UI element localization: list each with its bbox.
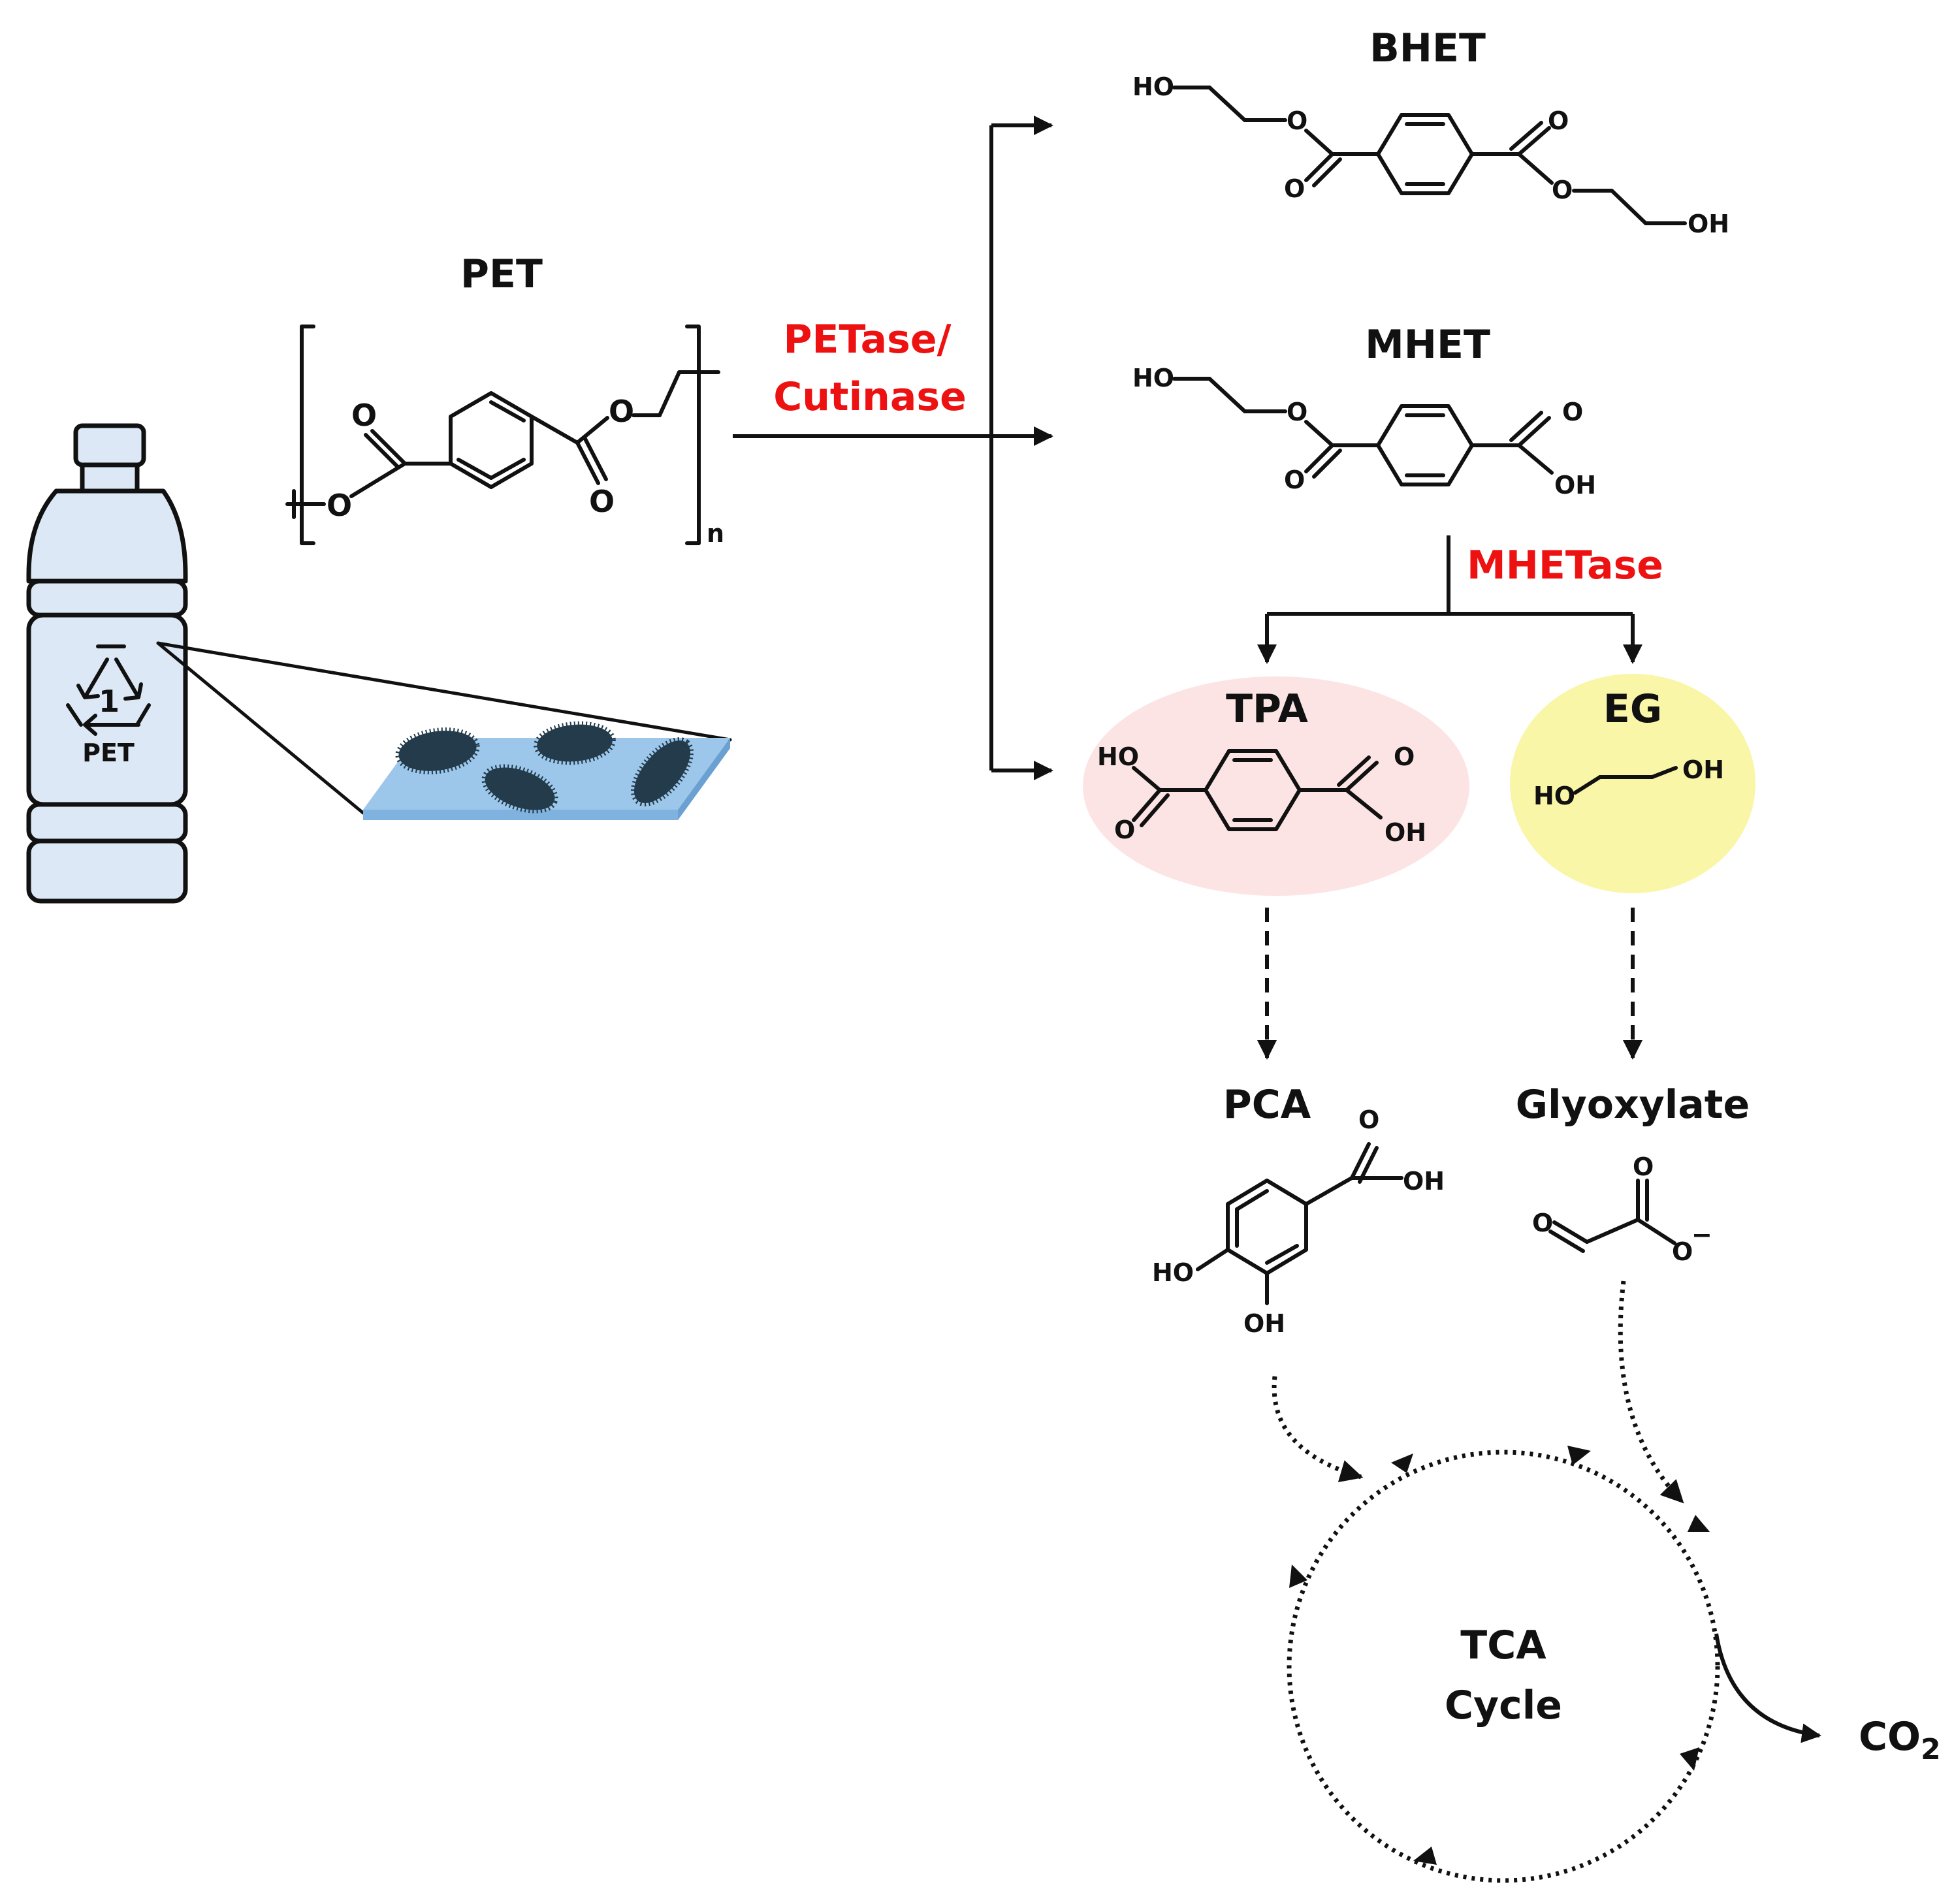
glyoxylate-o-top: O — [1633, 1152, 1654, 1181]
pet-title: PET — [460, 251, 543, 297]
tpa-ho: HO — [1097, 742, 1139, 771]
bottle-label: PET — [82, 738, 135, 767]
bhet-o-carbonyl-left: O — [1284, 174, 1305, 203]
tpa-structure: TPA HO O O OH — [1083, 676, 1469, 896]
pca-title: PCA — [1223, 1082, 1311, 1128]
bhet-o-ester-right: O — [1552, 176, 1573, 204]
bhet-o-carbonyl-right: O — [1548, 106, 1569, 135]
pca-structure: PCA O OH HO OH — [1152, 1082, 1445, 1338]
tca-label-line1: TCA — [1460, 1623, 1546, 1668]
eg-oh: OH — [1682, 755, 1724, 784]
mhet-o-ester: O — [1287, 398, 1307, 426]
pet-bottle-illustration: 1 PET — [26, 423, 188, 904]
pet-structure: PET n O O O O — [285, 251, 724, 548]
pet-carbonyl-o-right: O — [589, 484, 615, 519]
pet-ester-o-right: O — [609, 394, 634, 429]
bacteria-3 — [481, 764, 558, 814]
eg-title: EG — [1603, 686, 1662, 732]
co2-subscript: 2 — [1921, 1733, 1941, 1766]
tca-label-line2: Cycle — [1445, 1683, 1562, 1728]
tca-cycle: TCA Cycle CO2 — [1272, 1280, 1941, 1883]
glyoxylate-structure: Glyoxylate O O O − — [1516, 1082, 1750, 1266]
eg-highlight — [1510, 674, 1755, 893]
pet-ester-o-left: O — [327, 488, 352, 523]
mhetase-reaction-arrows — [1257, 535, 1642, 664]
mhet-structure: MHET HO O O O OH — [1132, 322, 1596, 500]
cycle-direction-arrows — [1289, 1446, 1710, 1865]
mhet-o-carbonyl-left: O — [1284, 466, 1305, 494]
recycle-code: 1 — [99, 684, 120, 719]
glyoxylate-charge: − — [1691, 1220, 1712, 1249]
petase-reaction-arrows — [733, 116, 1053, 780]
mhet-oh: OH — [1554, 471, 1596, 500]
tpa-highlight — [1083, 676, 1469, 896]
glyoxylate-o-right: O — [1672, 1237, 1693, 1266]
mhet-o-carbonyl-right: O — [1562, 398, 1583, 426]
tpa-o-right: O — [1394, 742, 1415, 771]
mhet-title: MHET — [1365, 322, 1490, 368]
petase-enzyme-label-line1: PETase/ — [784, 317, 952, 362]
metabolism-dashed-arrows — [1257, 908, 1642, 1060]
tpa-oh: OH — [1385, 818, 1426, 847]
mhet-ho: HO — [1132, 364, 1174, 392]
petase-enzyme-label-line2: Cutinase — [773, 374, 967, 420]
bacteria-1 — [395, 727, 480, 774]
plastic-film-with-bacteria — [363, 721, 730, 820]
bhet-o-ester-left: O — [1287, 106, 1307, 135]
tpa-title: TPA — [1226, 686, 1308, 732]
pca-oh: OH — [1243, 1309, 1285, 1338]
pet-repeat-n: n — [707, 519, 724, 548]
recycle-icon — [66, 644, 151, 736]
mhetase-enzyme-label: MHETase — [1467, 543, 1663, 588]
bacteria-2 — [534, 721, 616, 765]
pca-oh-carboxyl: OH — [1403, 1167, 1445, 1196]
pet-carbonyl-o-left: O — [351, 398, 377, 433]
bacteria-4 — [630, 737, 694, 806]
pca-ho: HO — [1152, 1258, 1194, 1287]
co2-main: CO — [1859, 1714, 1921, 1760]
bhet-structure: BHET HO O O O O OH — [1132, 25, 1729, 238]
eg-structure: EG HO OH — [1510, 674, 1755, 893]
bhet-title: BHET — [1369, 25, 1486, 71]
eg-ho: HO — [1533, 782, 1575, 810]
glyoxylate-title: Glyoxylate — [1516, 1082, 1750, 1128]
zoom-lines — [156, 641, 732, 815]
pca-o: O — [1358, 1105, 1379, 1134]
tpa-o-left: O — [1114, 816, 1135, 844]
co2-label: CO2 — [1859, 1714, 1941, 1766]
bhet-ho: HO — [1132, 72, 1174, 101]
bhet-oh: OH — [1688, 210, 1729, 238]
